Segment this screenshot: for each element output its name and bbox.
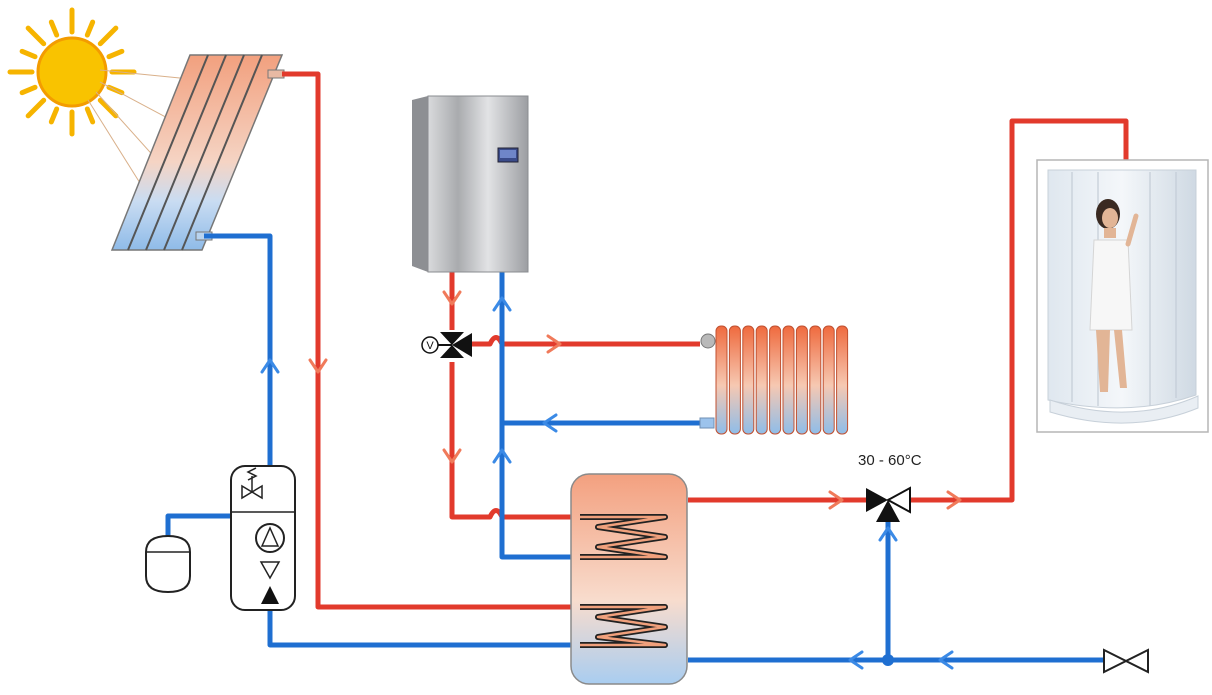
expansion-vessel — [145, 534, 191, 594]
radiator-valve — [700, 333, 716, 349]
safety-valve-icon — [241, 467, 263, 500]
cold-junction — [882, 654, 894, 666]
boiler-return-pipe — [499, 268, 578, 560]
mixing-valve-temperature-label: 30 - 60°C — [858, 452, 922, 469]
radiator-hot-pipe — [472, 335, 700, 347]
thermostatic-mixing-valve — [866, 486, 911, 522]
radiator-section — [728, 325, 741, 435]
person-figure — [1089, 199, 1139, 392]
radiator — [699, 325, 849, 435]
radiator-section — [795, 325, 808, 435]
radiator-section — [782, 325, 795, 435]
cold-water-inlet-valve — [1103, 648, 1149, 674]
coil-hot-pipe — [449, 362, 578, 520]
shower-cabin — [1036, 159, 1209, 433]
shower-hot-pipe — [910, 118, 1129, 503]
three-way-valve: V — [421, 332, 472, 358]
radiator-section — [742, 325, 755, 435]
radiator-section — [755, 325, 768, 435]
valve-actuator-label: V — [426, 340, 434, 352]
solar-collector — [110, 54, 285, 251]
flow-arrows — [260, 290, 962, 670]
check-valve-icon — [259, 561, 281, 604]
solar-cold-pipe — [204, 233, 572, 648]
radiator-section — [715, 325, 728, 435]
pump-icon — [255, 523, 285, 553]
solar-hot-pipe — [282, 71, 572, 610]
pump-station — [230, 465, 296, 611]
radiator-section — [836, 325, 849, 435]
radiator-section — [809, 325, 822, 435]
storage-tank — [570, 473, 688, 685]
wall-boiler — [412, 95, 529, 273]
radiator-section — [822, 325, 835, 435]
radiator-section — [769, 325, 782, 435]
